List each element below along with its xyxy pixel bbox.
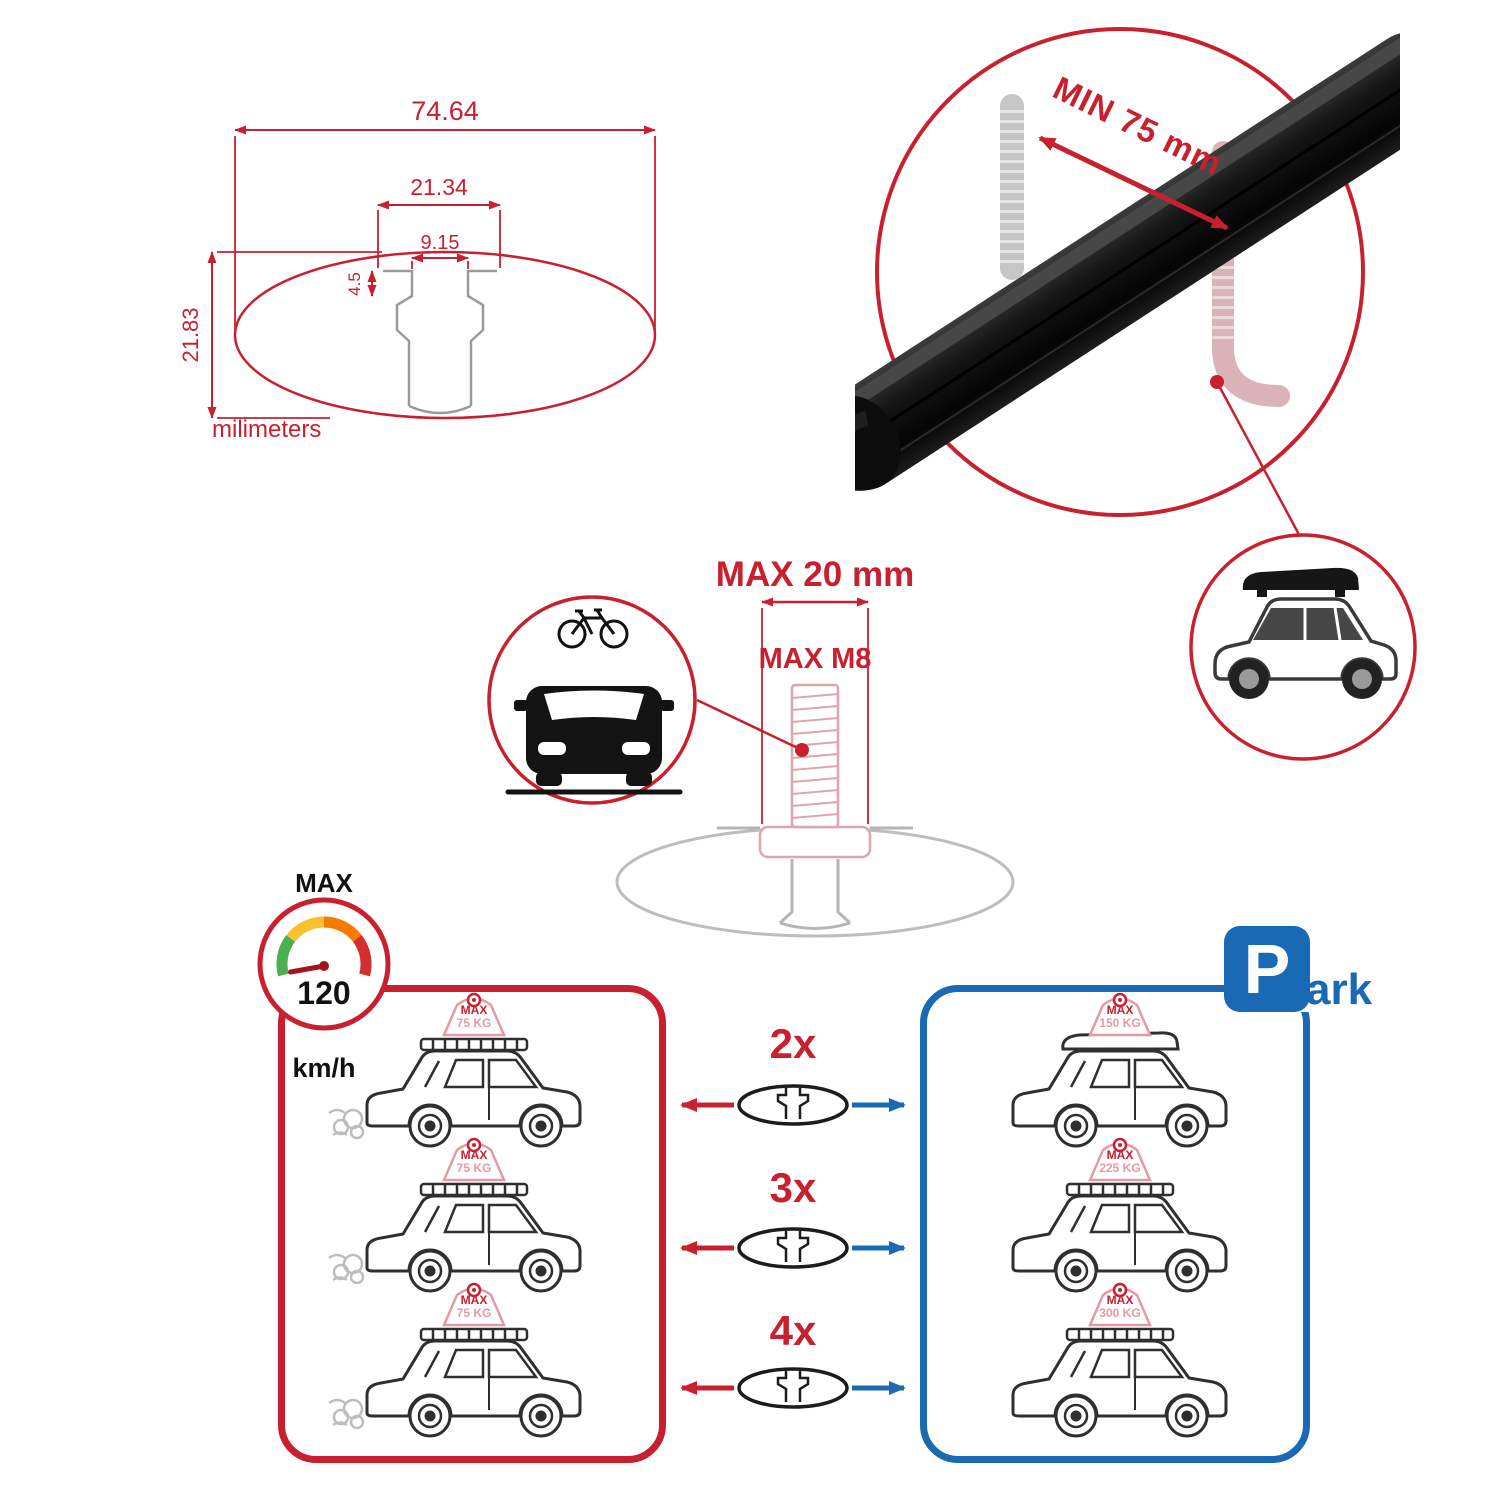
gauge-needle-icon — [288, 963, 327, 975]
driving-load-box: MAX 75 KG MAX 75 KG — [278, 985, 666, 1463]
suv-roofbox-circle — [1189, 533, 1417, 761]
parked-car-row-1: MAX 150 KG — [1011, 992, 1228, 1148]
suv-with-roofbox-icon — [1213, 567, 1398, 699]
speed-value: 120 — [297, 975, 350, 1011]
load-label: MAX 225 KG — [1088, 1137, 1152, 1182]
multiplier-label: 3x — [770, 1164, 817, 1211]
driving-cars: MAX 75 KG MAX 75 KG — [327, 992, 582, 1438]
park-sign: P ark — [1224, 926, 1378, 1015]
load-weight-text: 150 KG — [1099, 1016, 1140, 1030]
load-weight-text: 300 KG — [1099, 1306, 1140, 1320]
dim-lip-depth: 4.5 — [345, 272, 364, 296]
gauge-arc-icon — [276, 916, 372, 977]
multiplier-label: 2x — [770, 1020, 817, 1067]
multiplier-row-3: 4x — [680, 1307, 906, 1409]
leader-line — [1215, 381, 1305, 543]
park-sign-p: P — [1224, 926, 1310, 1012]
speed-limit-gauge: MAX 120 km/h — [257, 872, 391, 1083]
bolt-dimension-lines — [761, 597, 869, 824]
bicycle-icon — [557, 608, 629, 649]
load-label: MAX 300 KG — [1088, 1282, 1152, 1327]
units-label: milimeters — [212, 416, 321, 443]
cross-section-dimension-diagram: 74.64 21.34 9.15 4.5 21.83 milimeters — [178, 96, 657, 443]
dim-channel-width: 21.34 — [410, 174, 468, 200]
t-bolt-icon — [758, 683, 872, 859]
crossbar-closeup: MIN 75 mm — [855, 22, 1400, 543]
t-bolt-diagram: MAX 20 mm MAX M8 — [615, 555, 1015, 938]
min-span-label: MIN 75 mm — [1048, 69, 1229, 183]
car-front-icon — [505, 686, 683, 795]
load-label: MAX 75 KG — [442, 1282, 506, 1327]
multiplier-row-1: 2x — [680, 1020, 906, 1126]
parked-car-row-2: MAX 225 KG — [1011, 1137, 1228, 1293]
load-max-text: MAX — [1107, 1293, 1134, 1307]
driving-car-row-3: MAX 75 KG — [327, 1282, 582, 1438]
bolt-leader-dot — [795, 743, 809, 757]
load-weight-text: 75 KG — [457, 1306, 492, 1320]
load-max-text: MAX — [461, 1003, 488, 1017]
load-max-text: MAX — [1107, 1148, 1134, 1162]
load-label: MAX 75 KG — [442, 992, 506, 1037]
load-max-text: MAX — [1107, 1003, 1134, 1017]
load-weight-text: 225 KG — [1099, 1161, 1140, 1175]
max-width-label: MAX 20 mm — [716, 555, 914, 594]
parked-load-box: MAX 150 KG MAX 225 KG MAX 30 — [920, 985, 1310, 1463]
driving-car-row-1: MAX 75 KG — [327, 992, 582, 1148]
crossbar-3d — [855, 22, 1400, 491]
parked-car-row-3: MAX 300 KG — [1011, 1282, 1228, 1438]
gauge-pivot — [319, 961, 329, 971]
multiplier-label: 4x — [770, 1307, 817, 1354]
load-label: MAX 150 KG — [1088, 992, 1152, 1037]
bar-cross-section-icon — [737, 1084, 849, 1126]
parked-cars: MAX 150 KG MAX 225 KG MAX 30 — [1011, 992, 1228, 1438]
car-front-bike-circle — [487, 595, 697, 805]
bolt-leader-line — [696, 698, 803, 752]
bar-cross-section-icon — [737, 1227, 849, 1269]
bar-profile-ellipse — [233, 250, 657, 420]
detail-circle — [875, 27, 1365, 517]
load-weight-text: 75 KG — [457, 1016, 492, 1030]
min-span-arrow-icon — [1038, 135, 1229, 231]
load-max-text: MAX — [461, 1293, 488, 1307]
multiplier-row-2: 3x — [680, 1164, 906, 1269]
load-label: MAX 75 KG — [442, 1137, 506, 1182]
speed-unit: km/h — [292, 1053, 355, 1083]
dim-overall-width: 74.64 — [411, 96, 479, 126]
dimension-lines — [207, 125, 656, 419]
driving-car-row-2: MAX 75 KG — [327, 1137, 582, 1293]
park-sign-ark: ark — [1306, 965, 1373, 1015]
dim-overall-height: 21.83 — [178, 307, 203, 362]
load-max-text: MAX — [461, 1148, 488, 1162]
dim-slot-width: 9.15 — [421, 232, 460, 254]
speed-max-label: MAX — [295, 872, 353, 898]
bar-cross-section-icon — [737, 1367, 849, 1409]
t-slot-channel — [383, 269, 497, 415]
bar-count-column: 2x 3x 4x — [680, 1020, 906, 1409]
max-thread-label: MAX M8 — [759, 643, 872, 675]
load-weight-text: 75 KG — [457, 1161, 492, 1175]
ghost-channel — [717, 826, 913, 930]
